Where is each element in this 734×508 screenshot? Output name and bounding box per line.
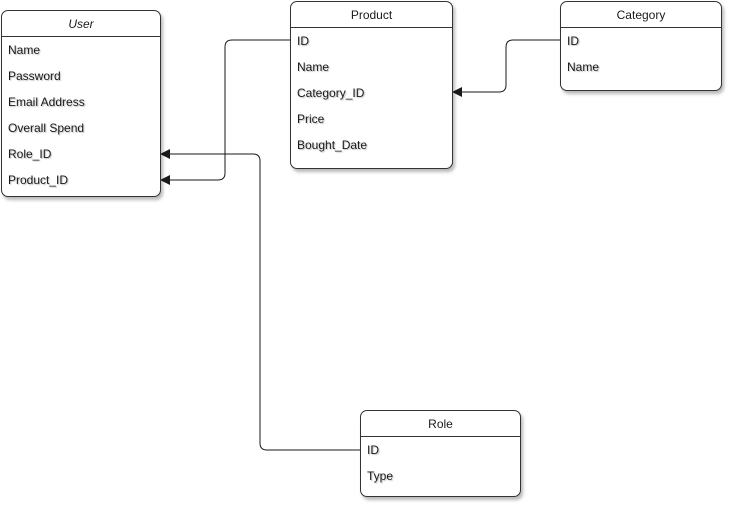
- field-bought-date[interactable]: Bought_Date: [297, 138, 368, 152]
- entity-title: Product: [291, 2, 452, 28]
- field-id[interactable]: ID: [567, 34, 579, 48]
- category-entity[interactable]: Category ID Name: [560, 1, 722, 91]
- role-entity[interactable]: Role ID Type: [360, 410, 521, 497]
- field-name[interactable]: Name: [297, 60, 330, 74]
- field-password[interactable]: Password: [8, 69, 61, 83]
- field-name[interactable]: Name: [8, 43, 41, 57]
- field-id[interactable]: ID: [297, 34, 309, 48]
- entity-title: User: [2, 11, 160, 37]
- entity-title: Category: [561, 2, 721, 28]
- field-price[interactable]: Price: [297, 112, 325, 126]
- field-role-id[interactable]: Role_ID: [8, 147, 52, 161]
- relation-role-id-to-user-role-id: [160, 149, 360, 451]
- field-type[interactable]: Type: [367, 469, 394, 483]
- field-name[interactable]: Name: [567, 60, 600, 74]
- field-overall-spend[interactable]: Overall Spend: [8, 121, 85, 135]
- field-id[interactable]: ID: [367, 443, 379, 457]
- entity-title: Role: [361, 411, 520, 437]
- field-category-id[interactable]: Category_ID: [297, 86, 365, 100]
- field-email-address[interactable]: Email Address: [8, 95, 85, 109]
- relation-product-id-to-user-product-id: [160, 39, 290, 185]
- user-entity[interactable]: User Name Password Email Address Overall…: [1, 10, 161, 197]
- field-product-id[interactable]: Product_ID: [8, 173, 69, 187]
- relation-category-id-to-product-category-id: [452, 39, 560, 97]
- product-entity[interactable]: Product ID Name Category_ID Price Bought…: [290, 1, 453, 169]
